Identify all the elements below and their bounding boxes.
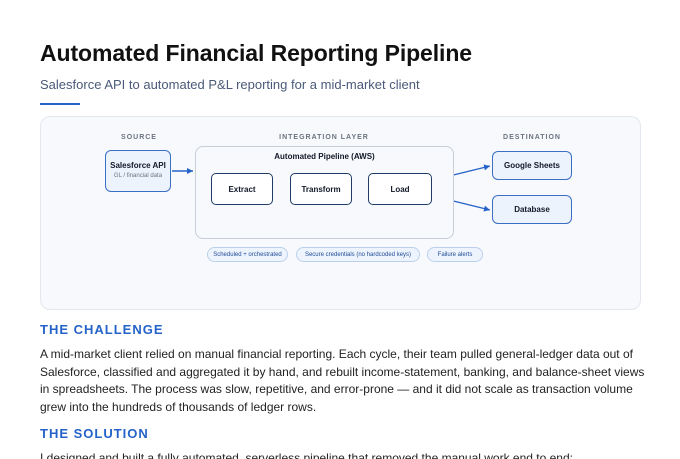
solution-paragraph: I designed and built a fully automated, … (40, 451, 573, 459)
destination-database: Database (492, 195, 572, 224)
stage-transform: Transform (290, 173, 352, 205)
solution-heading: THE SOLUTION (40, 426, 149, 441)
stage-load: Load (368, 173, 432, 205)
tag-failure-alerts: Failure alerts (427, 247, 483, 262)
column-header-integration: INTEGRATION LAYER (279, 134, 369, 141)
title-accent-rule (40, 103, 80, 105)
source-box-title: Salesforce API (110, 161, 166, 170)
challenge-heading: THE CHALLENGE (40, 322, 164, 337)
page-subtitle: Salesforce API to automated P&L reportin… (40, 77, 420, 92)
architecture-diagram: SOURCE INTEGRATION LAYER DESTINATION Sal… (40, 116, 641, 310)
challenge-paragraph: A mid-market client relied on manual fin… (40, 347, 645, 414)
page-title: Automated Financial Reporting Pipeline (40, 40, 472, 66)
tag-scheduled: Scheduled + orchestrated (207, 247, 288, 262)
pipeline-title: Automated Pipeline (AWS) (274, 152, 375, 161)
source-box-subtitle: GL / financial data (113, 173, 163, 179)
column-header-destination: DESTINATION (503, 134, 561, 141)
source-salesforce-box: Salesforce API GL / financial data (105, 150, 171, 192)
column-header-source: SOURCE (121, 134, 157, 141)
tag-secure-credentials: Secure credentials (no hardcoded keys) (296, 247, 420, 262)
stage-extract: Extract (211, 173, 273, 205)
destination-google-sheets: Google Sheets (492, 151, 572, 180)
